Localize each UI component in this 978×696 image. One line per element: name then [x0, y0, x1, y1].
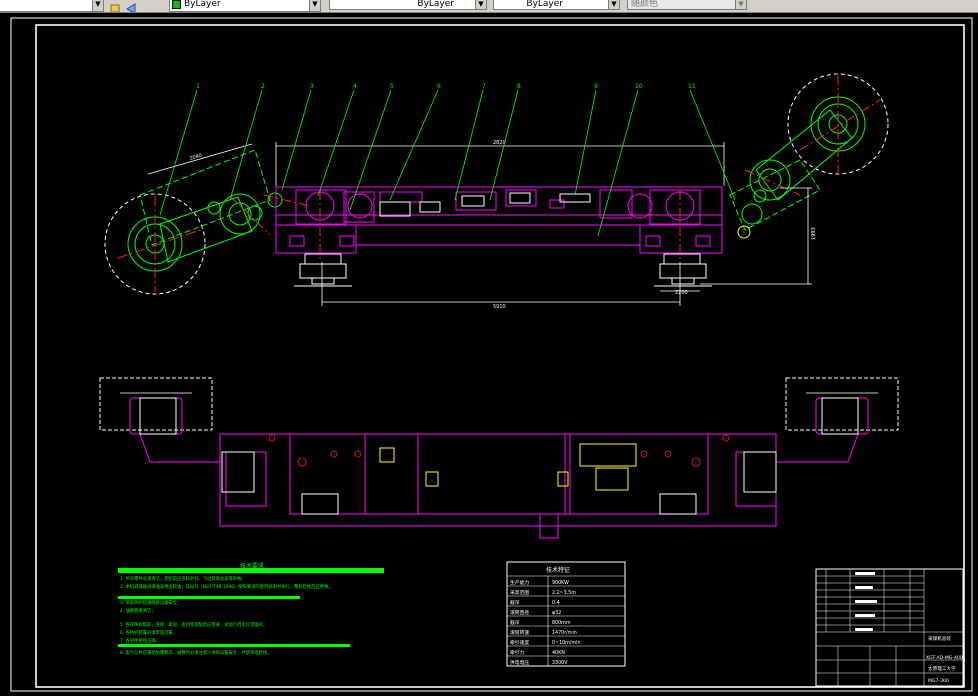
spec-value-9: 3300V [552, 660, 568, 666]
spec-label-4: 滚筒直径 [510, 609, 529, 616]
note-line-6: 6. 各防护装置必须牢固可靠； [120, 629, 177, 636]
note-line-2: 2. 本机减速器润滑油采用齿轮油，其标号（NBT/T4B-1998）按照要求的使… [120, 583, 333, 590]
spec-label-2: 采高范围 [510, 589, 529, 596]
notes-title: 技术要求 [240, 562, 264, 570]
properties-toolbar: ▼ ByLayer ▼ ByLayer ▼ ByLayer ▼ 随颜色 ▼ [0, 0, 978, 13]
chevron-down-icon: ▼ [608, 0, 619, 9]
chevron-down-icon: ▼ [475, 0, 486, 9]
spec-label-8: 牵引力 [510, 649, 525, 656]
chevron-down-icon: ▼ [309, 0, 320, 11]
spec-table: 技术特征 生产能力 900KW 采高范围 2.2~3.5m 截深 0.4 滚筒直… [506, 561, 626, 667]
linetype-combo-value: ByLayer [417, 0, 454, 9]
balloon-1: 1 [196, 83, 200, 90]
plotstyle-combo[interactable]: 随颜色 ▼ [627, 0, 747, 10]
lineweight-combo[interactable]: ByLayer ▼ [493, 0, 620, 10]
plotstyle-combo-value: 随颜色 [631, 0, 659, 9]
balloon-4: 4 [353, 83, 357, 90]
note-line-3: 3. 采取防护措施确保运输安全； [120, 599, 181, 606]
title-block-company: 太原理工大学 [928, 665, 956, 672]
dim-right-small: 2200 [675, 290, 688, 296]
dim-top-width: 2820 [493, 140, 506, 146]
color-combo[interactable]: ByLayer ▼ [169, 0, 321, 12]
spec-label-7: 牵引速度 [510, 639, 529, 646]
note-line-8: 8. 电气元件应满足防爆要求，调整时必须注意人身和设备安全，严禁带电检修。 [120, 649, 272, 656]
balloon-2: 2 [261, 83, 265, 90]
spec-label-5: 截深 [510, 619, 520, 626]
spec-value-7: 0~10m/min [552, 640, 581, 646]
dim-wheelbase: 5910 [493, 304, 506, 310]
balloon-8: 8 [517, 83, 521, 90]
left-drum [104, 193, 206, 295]
spec-value-5: 800mm [552, 620, 571, 626]
balloon-3: 3 [310, 83, 314, 90]
balloon-11: 11 [688, 83, 696, 90]
linetype-combo[interactable]: ByLayer ▼ [329, 0, 487, 10]
balloon-9: 9 [594, 83, 598, 90]
technical-notes: 技术要求 1. 所有零件必须清洁，装配前应去除毛刺、飞边及氧化皮等杂物。 2. … [118, 562, 384, 656]
balloon-10: 10 [635, 83, 643, 90]
note-line-7: 7. 各部件接线正确； [120, 637, 160, 644]
color-combo-value: ByLayer [184, 0, 221, 9]
chevron-down-icon: ▼ [735, 0, 746, 9]
note-line-1: 1. 所有零件必须清洁，装配前应去除毛刺、飞边及氧化皮等杂物。 [120, 575, 246, 582]
title-block-name: 采煤机总装 [928, 635, 951, 642]
spec-label-1: 生产能力 [510, 579, 529, 586]
spec-value-1: 900KW [552, 580, 569, 586]
dim-right-height: 1993 [811, 227, 817, 240]
note-line-5: 5. 各部件装配前，连接，紧固，密封等装配后应检查，试运行后无异常噪声。 [120, 621, 267, 628]
sheet-inner-frame [35, 24, 965, 688]
model-space-canvas[interactable]: 2820 5910 2200 1993 2040 1 2 3 4 5 6 [0, 13, 978, 696]
color-swatch-icon [172, 0, 181, 9]
title-block-code2: MG7-300 [928, 678, 949, 684]
spec-value-2: 2.2~3.5m [552, 590, 576, 596]
layer-previous-icon[interactable] [125, 0, 137, 12]
front-view: 2820 5910 2200 1993 2040 1 2 3 4 5 6 [104, 73, 889, 310]
spec-label-3: 截深 [510, 599, 520, 606]
spec-value-3: 0.4 [552, 600, 560, 606]
plan-view [99, 377, 899, 539]
chevron-down-icon: ▼ [92, 0, 103, 11]
layer-combo[interactable]: ▼ [0, 0, 104, 12]
dim-left-angle: 2040 [189, 153, 203, 162]
balloon-7: 7 [482, 83, 486, 90]
spec-label-9: 供电电压 [510, 659, 529, 666]
balloon-6: 6 [437, 83, 441, 90]
spec-table-title: 技术特征 [546, 566, 570, 574]
spec-value-8: 40KN [552, 650, 565, 656]
balloon-5: 5 [390, 83, 394, 90]
title-block-code1: XGT-AD-MG-400 [926, 655, 963, 661]
layer-properties-icon[interactable] [110, 0, 121, 12]
sheet-outer-frame [10, 17, 973, 692]
spec-value-6: 1470r/min [552, 630, 577, 636]
title-block: 采煤机总装 XGT-AD-MG-400 太原理工大学 MG7-300 [815, 568, 964, 687]
spec-label-6: 滚筒转速 [510, 629, 529, 636]
spec-value-4: φ32 [552, 610, 561, 616]
note-line-4: 4. 油路管路清洁； [120, 607, 156, 614]
lineweight-combo-value: ByLayer [526, 0, 563, 9]
